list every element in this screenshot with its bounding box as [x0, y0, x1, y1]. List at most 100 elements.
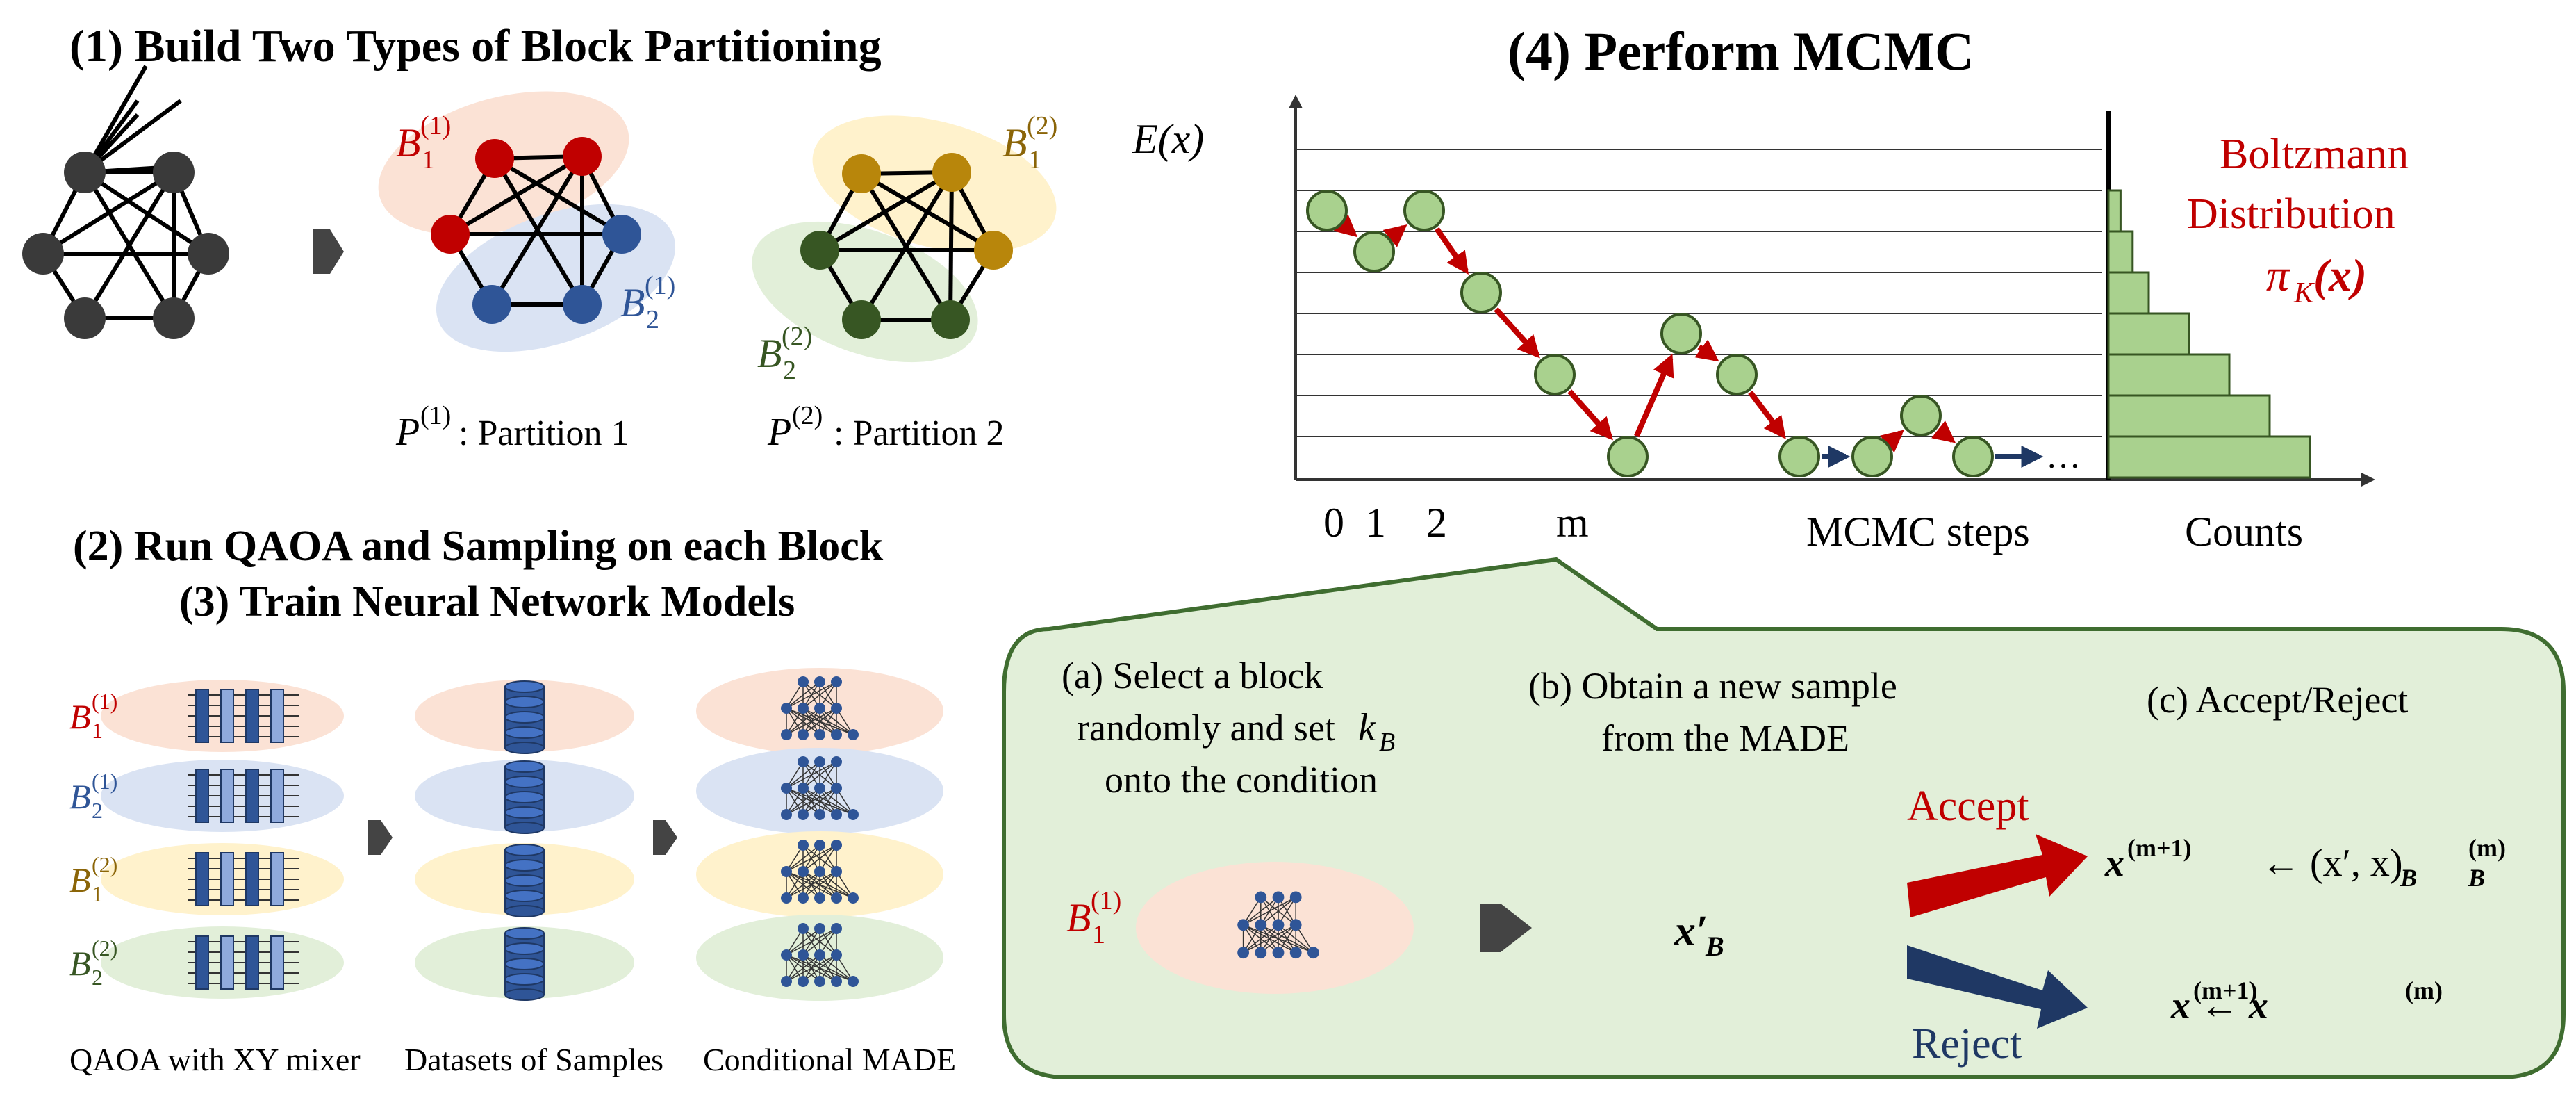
caption-qaoa: QAOA with XY mixer [69, 1042, 361, 1077]
svg-text:: Partition 1: : Partition 1 [459, 414, 629, 453]
svg-text:B: B [1379, 728, 1395, 757]
graph-node [475, 139, 514, 178]
arrow-right-icon [368, 820, 393, 855]
step-b-line1: (b) Obtain a new sample [1528, 665, 1897, 707]
reject-arrow-icon [1907, 945, 2088, 1029]
section3-title: (3) Train Neural Network Models [179, 578, 795, 626]
accept-arrow-icon [1907, 834, 2088, 917]
mcmc-transition-arrow [1931, 420, 1956, 443]
svg-text:2: 2 [646, 305, 659, 334]
svg-text:B: B [1066, 895, 1091, 940]
svg-text:(m): (m) [2468, 834, 2506, 862]
step-a-line3: onto the condition [1105, 759, 1378, 801]
graph-node [974, 231, 1013, 270]
graph-node [932, 153, 971, 192]
svg-text:(m+1): (m+1) [2193, 977, 2257, 1004]
svg-text:(1): (1) [420, 401, 451, 430]
mcmc-state-point [1952, 436, 1994, 477]
svg-text:x ← x: x ← x [2170, 984, 2268, 1027]
svg-text:(1): (1) [420, 111, 451, 140]
graph-node [431, 215, 470, 254]
accept-label: Accept [1907, 783, 2029, 830]
svg-text:B: B [396, 120, 420, 165]
svg-text:π: π [2266, 250, 2290, 301]
made-network-icon [1237, 891, 1319, 959]
histogram-bar [2107, 271, 2150, 315]
graph-node [800, 231, 839, 270]
svg-text:(1): (1) [92, 769, 117, 794]
graph-node [842, 154, 881, 193]
neural-network-icon [781, 676, 859, 740]
mcmc-state-point [1900, 395, 1942, 436]
graph-node [842, 300, 881, 339]
svg-text:K: K [2293, 277, 2315, 309]
accept-rule: x (m+1) ← (x′, x) B B (m) [2104, 834, 2506, 892]
step-b-line2: from the MADE [1601, 717, 1849, 759]
step-c: (c) Accept/Reject [2147, 679, 2408, 721]
distribution-title-line2: Distribution [2187, 190, 2395, 238]
mcmc-transition-arrow [1634, 353, 1674, 438]
graph-node [188, 233, 229, 275]
step-a-variable: k B [1358, 706, 1395, 757]
graph-node [472, 285, 511, 324]
qaoa-circuit-icon [188, 689, 299, 743]
graph-edge [449, 154, 584, 236]
mcmc-state-point [1716, 354, 1758, 395]
graph-node [153, 297, 195, 339]
svg-text:2: 2 [92, 798, 103, 823]
arrow-right-icon [313, 229, 344, 274]
ellipsis: … [2046, 436, 2081, 475]
mcmc-transition-arrow [1494, 307, 1540, 359]
qaoa-circuit-icon [188, 852, 299, 906]
svg-text:k: k [1358, 706, 1376, 749]
mcmc-state-point [1534, 354, 1576, 395]
svg-text:B: B [69, 697, 91, 736]
mcmc-state-point [1607, 436, 1649, 477]
svg-text:E(x): E(x) [1132, 116, 1204, 162]
graph-edge [83, 171, 176, 320]
arrow-right-icon [653, 820, 677, 855]
caption-partition-1: P (1) : Partition 1 [395, 401, 629, 454]
original-graph-nodes [22, 152, 229, 339]
label-b2-2: B 2 (2) [757, 322, 812, 385]
section4-title: (4) Perform MCMC [1508, 21, 1974, 81]
svg-text:(1): (1) [645, 271, 675, 300]
graph-node [931, 300, 970, 339]
mcmc-state-point [1460, 272, 1502, 313]
mcmc-transition-arrow [1694, 339, 1719, 362]
y-axis-label: E(x) [1132, 116, 1204, 162]
svg-text:2: 2 [92, 965, 103, 990]
new-sample: x′ B [1674, 908, 1724, 962]
svg-text:B: B [757, 331, 782, 376]
svg-text:B: B [1705, 931, 1724, 962]
svg-text:(2): (2) [1027, 111, 1057, 140]
mcmc-chart [1289, 95, 2375, 487]
histogram-bar [2107, 435, 2311, 479]
graph-edge [859, 171, 954, 321]
svg-text:P: P [395, 411, 420, 454]
graph-node [563, 137, 602, 176]
histogram-bar [2107, 189, 2122, 233]
database-icon [504, 844, 545, 917]
mcmc-state-point [1778, 436, 1820, 477]
graph-edge [818, 170, 953, 252]
section1-title: (1) Build Two Types of Block Partitionin… [69, 21, 882, 72]
mcmc-transition-arrow [1748, 391, 1786, 439]
svg-text:1: 1 [92, 881, 103, 906]
x-tick-label: 2 [1426, 500, 1447, 546]
x-tick-label: 1 [1365, 500, 1386, 546]
database-icon [504, 927, 545, 1001]
x-axis-label: MCMC steps [1806, 509, 2030, 555]
database-icon [504, 680, 545, 754]
x-tick-label: 0 [1323, 500, 1344, 546]
svg-text:1: 1 [1092, 920, 1105, 949]
neural-network-icon [781, 840, 859, 904]
mcmc-transition-arrow [1382, 224, 1407, 247]
graph-node [563, 285, 602, 324]
label-b1-1: B 1 (1) [396, 111, 451, 174]
svg-text:P: P [767, 411, 791, 454]
